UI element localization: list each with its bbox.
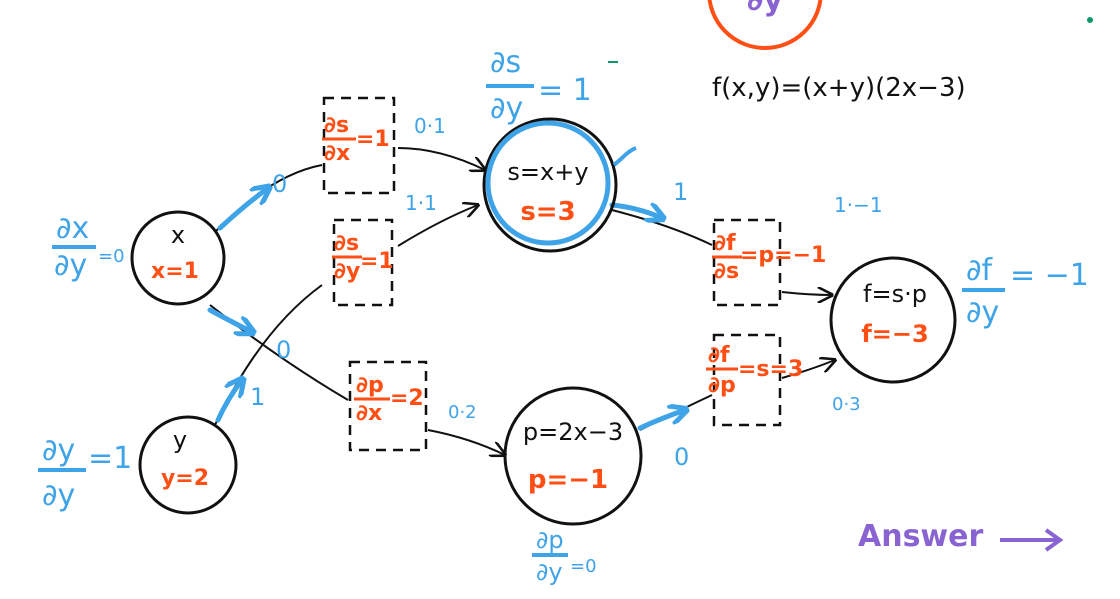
edge-dpdx-p bbox=[427, 429, 505, 455]
svg-text:∂p: ∂p bbox=[356, 373, 384, 398]
svg-text:∂f: ∂f bbox=[966, 253, 994, 288]
backprop-arrow bbox=[215, 380, 242, 423]
svg-text:∂y: ∂y bbox=[536, 558, 563, 586]
svg-text:=0: =0 bbox=[570, 556, 597, 577]
edge-label: 1·1 bbox=[405, 191, 437, 215]
backprop-arrow bbox=[637, 410, 685, 431]
checkmark-icon bbox=[612, 146, 637, 167]
svg-text:∂x: ∂x bbox=[56, 211, 89, 246]
edge-dsdx-s bbox=[397, 147, 485, 170]
svg-text:∂f: ∂f bbox=[714, 231, 736, 256]
edge-s-dfds bbox=[611, 209, 713, 246]
svg-text:= 1: = 1 bbox=[538, 73, 592, 108]
svg-text:∂y: ∂y bbox=[54, 248, 87, 283]
function-formula: f(x,y)=(x+y)(2x−3) bbox=[712, 73, 966, 103]
svg-text:∂y: ∂y bbox=[42, 478, 75, 513]
grad-df-dy: ∂f ∂y = −1 bbox=[962, 253, 1089, 330]
node-p: p=2x−3 p=−1 bbox=[503, 386, 643, 526]
svg-text:∂s: ∂s bbox=[334, 231, 359, 256]
svg-text:x: x bbox=[171, 221, 185, 249]
svg-text:s=x+y: s=x+y bbox=[507, 158, 588, 186]
local-grad-ds-dy: ∂s ∂y =1 bbox=[332, 218, 394, 307]
answer-pointer: Answer bbox=[858, 519, 1064, 554]
edge-dsdy-s bbox=[397, 205, 478, 247]
top-partial-circle: ∂y bbox=[707, 0, 823, 50]
svg-text:p=2x−3: p=2x−3 bbox=[523, 418, 623, 446]
svg-text:∂s: ∂s bbox=[324, 113, 349, 138]
svg-text:=2: =2 bbox=[390, 386, 424, 411]
svg-text:=s=3: =s=3 bbox=[738, 357, 803, 382]
edge-dfdp-f bbox=[781, 360, 835, 379]
local-grad-df-dp: ∂f ∂p =s=3 bbox=[706, 333, 803, 427]
edge-label: 0·1 bbox=[414, 114, 446, 138]
svg-text:f=s·p: f=s·p bbox=[863, 280, 927, 308]
svg-text:∂y: ∂y bbox=[42, 433, 75, 468]
svg-text:∂p: ∂p bbox=[708, 373, 736, 398]
edge-dfds-f bbox=[781, 292, 832, 295]
edge-label: 1 bbox=[673, 178, 688, 206]
svg-text:=p=−1: =p=−1 bbox=[740, 243, 826, 268]
svg-text:p=−1: p=−1 bbox=[528, 465, 608, 495]
svg-text:∂s: ∂s bbox=[490, 45, 521, 80]
edge-label: 1·−1 bbox=[834, 193, 883, 217]
node-x: x x=1 bbox=[130, 210, 226, 306]
edge-label: 1 bbox=[250, 383, 265, 411]
svg-text:Answer: Answer bbox=[858, 519, 983, 554]
svg-text:s=3: s=3 bbox=[520, 197, 575, 227]
node-y: y y=2 bbox=[138, 415, 238, 515]
svg-text:∂y: ∂y bbox=[747, 0, 783, 18]
svg-text:f=−3: f=−3 bbox=[861, 320, 928, 348]
svg-text:= −1: = −1 bbox=[1010, 258, 1089, 293]
svg-text:∂x: ∂x bbox=[356, 401, 382, 426]
svg-text:y: y bbox=[173, 426, 187, 454]
node-f: f=s·p f=−3 bbox=[829, 256, 957, 384]
svg-text:y=2: y=2 bbox=[161, 466, 209, 491]
grad-dx-dy: ∂x ∂y =0 bbox=[52, 211, 125, 283]
svg-text:∂y: ∂y bbox=[334, 259, 360, 284]
svg-text:=1: =1 bbox=[360, 249, 394, 274]
node-s: s=x+y s=3 bbox=[482, 117, 637, 253]
green-dot bbox=[1087, 17, 1093, 23]
edge-label: 0 bbox=[674, 443, 689, 471]
svg-text:∂f: ∂f bbox=[708, 343, 730, 368]
grad-dy-dy: ∂y ∂y =1 bbox=[38, 433, 132, 513]
svg-text:∂s: ∂s bbox=[714, 259, 739, 284]
grad-ds-dy: ∂s ∂y = 1 bbox=[486, 45, 592, 126]
svg-text:∂x: ∂x bbox=[324, 141, 350, 166]
local-grad-ds-dx: ∂s ∂x =1 bbox=[322, 96, 396, 195]
local-grad-dp-dx: ∂p ∂x =2 bbox=[348, 360, 428, 452]
edge-label: 0 bbox=[272, 170, 287, 198]
local-grad-df-ds: ∂f ∂s =p=−1 bbox=[712, 218, 826, 307]
svg-text:∂y: ∂y bbox=[966, 295, 999, 330]
svg-text:=1: =1 bbox=[88, 441, 132, 476]
backprop-arrow bbox=[207, 307, 252, 332]
svg-text:=0: =0 bbox=[98, 246, 125, 267]
backprop-arrow bbox=[217, 188, 268, 231]
edge-label: 0·3 bbox=[832, 394, 861, 415]
backprop-arrow bbox=[609, 205, 662, 218]
svg-text:=1: =1 bbox=[356, 127, 390, 152]
svg-text:∂y: ∂y bbox=[490, 91, 523, 126]
edge-y-s bbox=[214, 284, 323, 426]
grad-dp-dy: ∂p ∂y =0 bbox=[532, 526, 597, 586]
svg-text:∂p: ∂p bbox=[536, 526, 564, 554]
svg-text:x=1: x=1 bbox=[151, 259, 199, 284]
edge-label: 0·2 bbox=[448, 402, 477, 423]
edge-x-s bbox=[214, 164, 323, 233]
edge-label: 0 bbox=[276, 336, 291, 364]
